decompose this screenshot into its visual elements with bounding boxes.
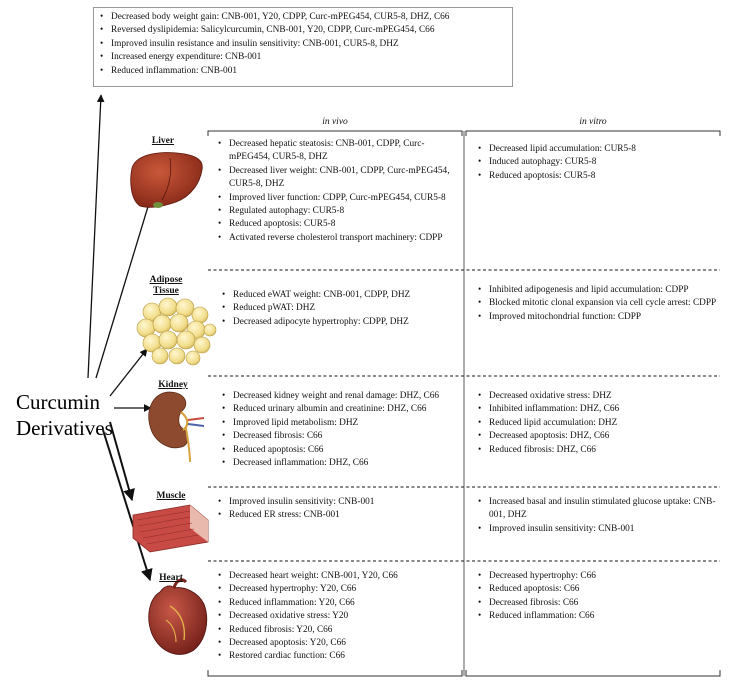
organ-label-adipose: Adipose Tissue: [140, 275, 192, 297]
column-brackets: [207, 130, 721, 677]
adipose-illustration: [136, 297, 217, 366]
organ-label-kidney: Kidney: [148, 380, 198, 391]
effect-item: Decreased oxidative stress: DHZ: [476, 390, 720, 404]
organ-label-muscle: Muscle: [146, 491, 196, 502]
arrow-to-adipose: [109, 348, 148, 397]
effect-item: Regulated autophagy: CUR5-8: [216, 205, 460, 219]
effect-item: Decreased hypertrophy: C66: [476, 570, 720, 584]
systemic-effect-item: Reversed dyslipidemia: Salicylcurcumin, …: [98, 24, 506, 38]
organ-label-line: Kidney: [158, 380, 188, 390]
effect-item: Reduced apoptosis: C66: [220, 444, 460, 458]
arrow-to-systemic: [87, 94, 105, 379]
liver-illustration: [130, 152, 203, 208]
systemic-effects-list: Decreased body weight gain: CNB-001, Y20…: [98, 11, 506, 78]
effect-item: Inhibited adipogenesis and lipid accumul…: [476, 284, 720, 298]
effect-item: Decreased fibrosis: C66: [220, 430, 460, 444]
heart-in-vivo-cell: Decreased heart weight: CNB-001, Y20, C6…: [216, 570, 460, 664]
effect-item: Decreased kidney weight and renal damage…: [220, 390, 460, 404]
effect-item: Improved lipid metabolism: DHZ: [220, 417, 460, 431]
effect-item: Reduced pWAT: DHZ: [220, 302, 460, 316]
effect-item: Reduced apoptosis: CUR5-8: [216, 218, 460, 232]
liver-in-vivo-cell: Decreased hepatic steatosis: CNB-001, CD…: [216, 138, 460, 246]
effect-item: Reduced lipid accumulation: DHZ: [476, 417, 720, 431]
liver-in-vitro-cell: Decreased lipid accumulation: CUR5-8 Ind…: [476, 143, 720, 184]
muscle-illustration: [132, 504, 209, 553]
effect-item: Improved insulin sensitivity: CNB-001: [216, 496, 460, 510]
effect-item: Decreased liver weight: CNB-001, CDPP, C…: [216, 165, 460, 192]
column-header-in-vitro: in vitro: [579, 117, 607, 127]
systemic-effect-item: Reduced inflammation: CNB-001: [98, 65, 506, 79]
effect-item: Restored cardiac function: C66: [216, 650, 460, 664]
effect-item: Improved liver function: CDPP, Curc-mPEG…: [216, 192, 460, 206]
organ-label-liver: Liver: [138, 136, 188, 147]
effect-item: Decreased hepatic steatosis: CNB-001, CD…: [216, 138, 460, 165]
effect-item: Reduced eWAT weight: CNB-001, CDPP, DHZ: [220, 289, 460, 303]
organ-label-line: Heart: [159, 573, 183, 583]
effect-item: Blocked mitotic clonal expansion via cel…: [476, 297, 720, 311]
systemic-effect-item: Decreased body weight gain: CNB-001, Y20…: [98, 11, 506, 25]
kidney-illustration: [148, 391, 205, 463]
heart-in-vitro-cell: Decreased hypertrophy: C66 Reduced apopt…: [476, 570, 720, 624]
systemic-effects-box: Decreased body weight gain: CNB-001, Y20…: [93, 7, 513, 87]
title-line: Derivatives: [16, 416, 113, 440]
kidney-in-vitro-cell: Decreased oxidative stress: DHZ Inhibite…: [476, 390, 720, 457]
heart-illustration: [148, 578, 208, 655]
adipose-in-vivo-cell: Reduced eWAT weight: CNB-001, CDPP, DHZ …: [220, 289, 460, 330]
effect-item: Decreased oxidative stress: Y20: [216, 610, 460, 624]
arrows: [87, 94, 153, 582]
arrow-to-liver: [95, 199, 152, 379]
title-line: Curcumin: [16, 390, 100, 414]
effect-item: Decreased lipid accumulation: CUR5-8: [476, 143, 720, 157]
organ-label-heart: Heart: [146, 573, 196, 584]
muscle-in-vitro-cell: Increased basal and insulin stimulated g…: [476, 496, 720, 537]
effect-item: Reduced apoptosis: C66: [476, 583, 720, 597]
column-header-in-vivo: in vivo: [322, 117, 348, 127]
adipose-in-vitro-cell: Inhibited adipogenesis and lipid accumul…: [476, 284, 720, 325]
effect-item: Activated reverse cholesterol transport …: [216, 232, 460, 246]
effect-item: Improved insulin sensitivity: CNB-001: [476, 523, 720, 537]
arrow-to-heart: [102, 429, 153, 582]
effect-item: Decreased apoptosis: DHZ, C66: [476, 430, 720, 444]
effect-item: Decreased adipocyte hypertrophy: CDPP, D…: [220, 316, 460, 330]
effect-item: Decreased hypertrophy: Y20, C66: [216, 583, 460, 597]
organ-label-line: Tissue: [153, 286, 179, 296]
effect-item: Decreased inflammation: DHZ, C66: [220, 457, 460, 471]
organ-label-line: Adipose: [149, 275, 183, 285]
kidney-in-vivo-cell: Decreased kidney weight and renal damage…: [220, 390, 460, 471]
effect-item: Reduced fibrosis: Y20, C66: [216, 624, 460, 638]
systemic-effect-item: Improved insulin resistance and insulin …: [98, 38, 506, 52]
effect-item: Decreased fibrosis: C66: [476, 597, 720, 611]
row-separators: [208, 269, 720, 562]
effect-item: Reduced inflammation: C66: [476, 610, 720, 624]
effect-item: Inhibited inflammation: DHZ, C66: [476, 403, 720, 417]
effect-item: Reduced apoptosis: CUR5-8: [476, 170, 720, 184]
effect-item: Decreased heart weight: CNB-001, Y20, C6…: [216, 570, 460, 584]
effect-item: Decreased apoptosis: Y20, C66: [216, 637, 460, 651]
systemic-effect-item: Increased energy expenditure: CNB-001: [98, 51, 506, 65]
organ-label-line: Liver: [151, 136, 175, 146]
effect-item: Reduced ER stress: CNB-001: [216, 509, 460, 523]
muscle-in-vivo-cell: Improved insulin sensitivity: CNB-001 Re…: [216, 496, 460, 523]
effect-item: Improved mitochondrial function: CDPP: [476, 311, 720, 325]
effect-item: Reduced urinary albumin and creatinine: …: [220, 403, 460, 417]
effect-item: Induced autophagy: CUR5-8: [476, 156, 720, 170]
organ-label-line: Muscle: [156, 491, 186, 501]
main-title: Curcumin Derivatives: [16, 389, 113, 441]
effect-item: Reduced fibrosis: DHZ, C66: [476, 444, 720, 458]
arrow-to-muscle: [109, 421, 135, 502]
effect-item: Increased basal and insulin stimulated g…: [476, 496, 720, 523]
effect-item: Reduced inflammation: Y20, C66: [216, 597, 460, 611]
